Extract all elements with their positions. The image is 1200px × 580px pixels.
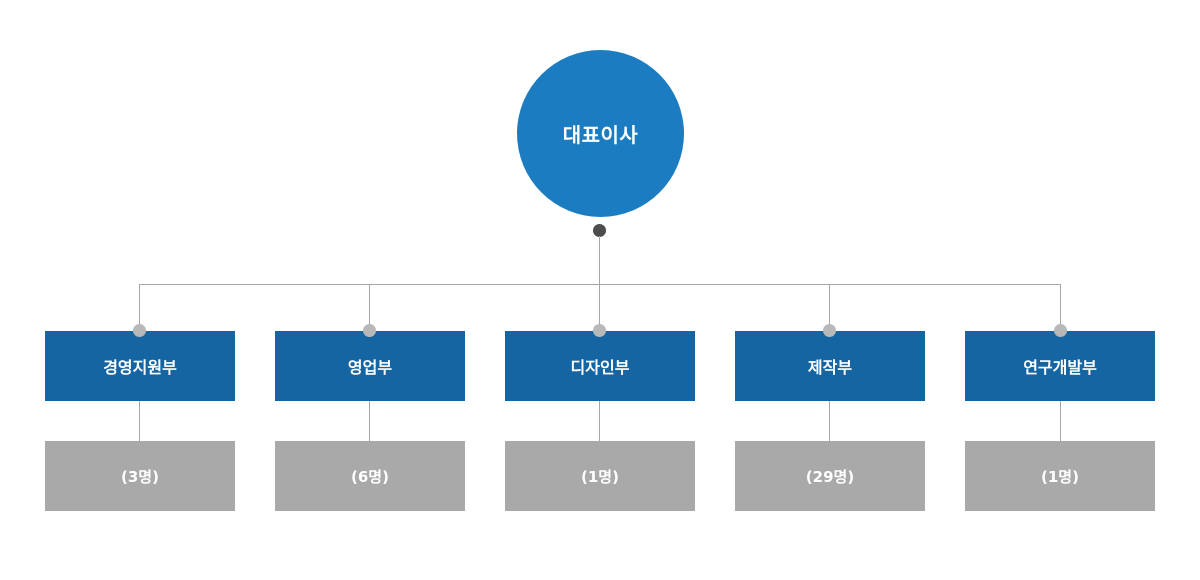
headcount-label: (29명): [805, 467, 855, 486]
department-connector-dot: [133, 324, 146, 337]
ceo-connector-dot: [593, 224, 606, 237]
department-connector-dot: [823, 324, 836, 337]
headcount-label: (3명): [121, 467, 159, 486]
dept-count-line-0: [139, 401, 140, 441]
department-name: 연구개발부: [1023, 358, 1097, 377]
department-box: 영업부: [275, 331, 465, 401]
ceo-vertical-line: [599, 236, 600, 331]
department-connector-dot: [593, 324, 606, 337]
drop-line-4: [1060, 284, 1061, 331]
headcount-box: (1명): [965, 441, 1155, 511]
department-connector-dot: [363, 324, 376, 337]
department-box: 제작부: [735, 331, 925, 401]
horizontal-bus-line: [139, 284, 1061, 285]
department-connector-dot: [1054, 324, 1067, 337]
drop-line-3: [829, 284, 830, 331]
department-name: 영업부: [347, 358, 393, 377]
department-name: 디자인부: [570, 358, 630, 377]
department-name: 경영지원부: [103, 358, 177, 377]
headcount-label: (6명): [351, 467, 389, 486]
drop-line-1: [369, 284, 370, 331]
dept-count-line-2: [599, 401, 600, 441]
dept-count-line-3: [829, 401, 830, 441]
department-box: 경영지원부: [45, 331, 235, 401]
dept-count-line-4: [1060, 401, 1061, 441]
headcount-box: (6명): [275, 441, 465, 511]
ceo-label: 대표이사: [562, 123, 639, 147]
drop-line-0: [139, 284, 140, 331]
department-name: 제작부: [807, 358, 853, 377]
department-box: 연구개발부: [965, 331, 1155, 401]
ceo-node: 대표이사: [517, 50, 684, 217]
headcount-label: (1명): [581, 467, 619, 486]
dept-count-line-1: [369, 401, 370, 441]
department-box: 디자인부: [505, 331, 695, 401]
headcount-label: (1명): [1041, 467, 1079, 486]
headcount-box: (29명): [735, 441, 925, 511]
headcount-box: (3명): [45, 441, 235, 511]
headcount-box: (1명): [505, 441, 695, 511]
